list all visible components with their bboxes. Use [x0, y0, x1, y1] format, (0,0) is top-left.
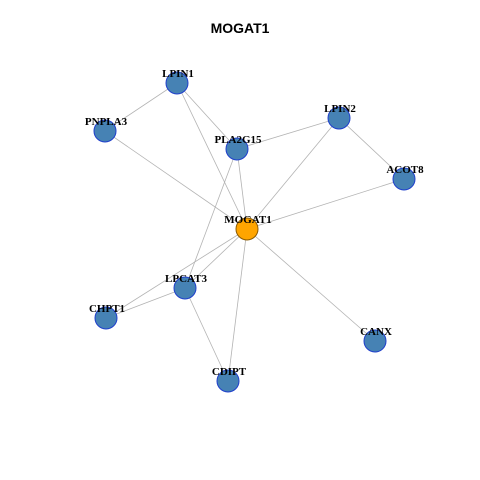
edge-pla2g15-lpcat3	[184, 148, 238, 289]
edge-mogat1-lpin2	[246, 117, 340, 230]
edge-mogat1-cdipt	[227, 228, 248, 382]
node-label-lpcat3: LPCAT3	[165, 273, 207, 285]
node-circle-lpin2	[327, 106, 351, 130]
edge-lpin2-acot8	[338, 117, 405, 180]
node-circle-acot8	[392, 167, 416, 191]
edge-mogat1-chpt1	[105, 228, 248, 319]
edge-mogat1-acot8	[246, 178, 405, 230]
edge-lpin1-pnpla3	[104, 82, 178, 132]
graph-title: MOGAT1	[210, 20, 270, 36]
node-label-acot8: ACOT8	[386, 164, 424, 176]
node-lpin1: LPIN1	[162, 68, 194, 95]
node-label-canx: CANX	[360, 326, 392, 338]
node-lpin2: LPIN2	[324, 103, 356, 130]
node-label-pnpla3: PNPLA3	[85, 116, 128, 128]
node-lpcat3: LPCAT3	[165, 273, 207, 300]
node-canx: CANX	[360, 326, 392, 353]
node-circle-cdipt	[216, 369, 240, 393]
node-circle-chpt1	[94, 306, 118, 330]
edge-mogat1-canx	[246, 228, 376, 342]
node-label-mogat1: MOGAT1	[224, 214, 271, 226]
edge-pla2g15-lpin2	[236, 117, 340, 150]
node-label-pla2g15: PLA2G15	[214, 134, 262, 146]
edges-layer	[104, 82, 405, 382]
node-circle-lpcat3	[173, 276, 197, 300]
edge-lpin1-pla2g15	[176, 82, 238, 150]
node-label-lpin1: LPIN1	[162, 68, 194, 80]
node-chpt1: CHPT1	[89, 303, 125, 330]
edge-lpcat3-cdipt	[184, 287, 229, 382]
node-acot8: ACOT8	[386, 164, 424, 191]
node-pnpla3: PNPLA3	[85, 116, 128, 143]
edge-mogat1-lpin1	[176, 82, 248, 230]
node-cdipt: CDIPT	[212, 366, 247, 393]
edge-mogat1-pla2g15	[236, 148, 248, 230]
node-circle-lpin1	[165, 71, 189, 95]
node-circle-canx	[363, 329, 387, 353]
node-circle-pnpla3	[93, 119, 117, 143]
node-label-lpin2: LPIN2	[324, 103, 356, 115]
node-label-chpt1: CHPT1	[89, 303, 125, 315]
edge-lpcat3-chpt1	[105, 287, 186, 319]
edge-mogat1-pnpla3	[104, 130, 248, 230]
edge-mogat1-lpcat3	[184, 228, 248, 289]
node-pla2g15: PLA2G15	[214, 134, 262, 161]
node-circle-mogat1	[235, 217, 259, 241]
node-label-cdipt: CDIPT	[212, 366, 247, 378]
node-circle-pla2g15	[225, 137, 249, 161]
node-mogat1: MOGAT1	[224, 214, 272, 241]
